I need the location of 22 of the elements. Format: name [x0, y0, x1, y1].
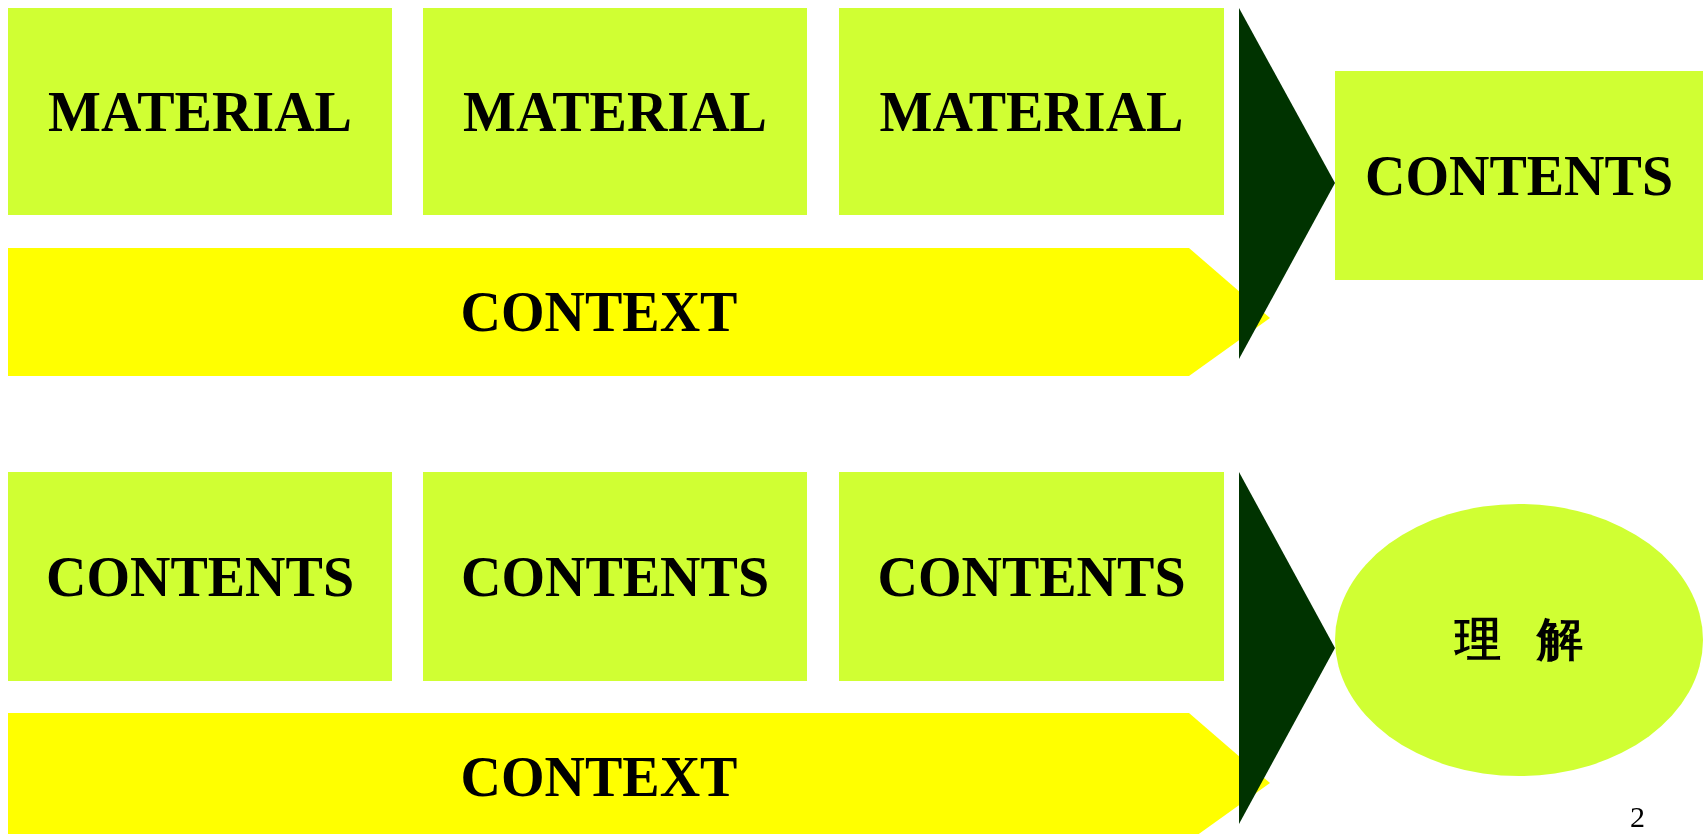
box-label: 理解 [1454, 611, 1621, 668]
box-label: CONTENTS [1364, 143, 1674, 208]
box-label: CONTENTS [877, 544, 1186, 609]
box-label: CONTEXT [460, 745, 738, 809]
page-number: 2 [1630, 800, 1645, 834]
arrow-band [8, 713, 1270, 834]
process-box [839, 8, 1224, 215]
box-label: MATERIAL [48, 79, 352, 144]
box-label: MATERIAL [879, 79, 1184, 144]
process-box [839, 472, 1224, 681]
box-label: CONTEXT [460, 280, 738, 344]
chevron-arrow [1239, 472, 1335, 824]
process-box [8, 472, 392, 681]
process-box [1335, 71, 1703, 280]
arrow-band [8, 248, 1270, 376]
chevron-arrow [1239, 8, 1335, 359]
process-box [423, 8, 807, 215]
process-box [423, 472, 807, 681]
process-box [8, 8, 392, 215]
box-label: MATERIAL [463, 79, 767, 144]
box-label: CONTENTS [45, 544, 355, 609]
box-label: CONTENTS [460, 544, 770, 609]
